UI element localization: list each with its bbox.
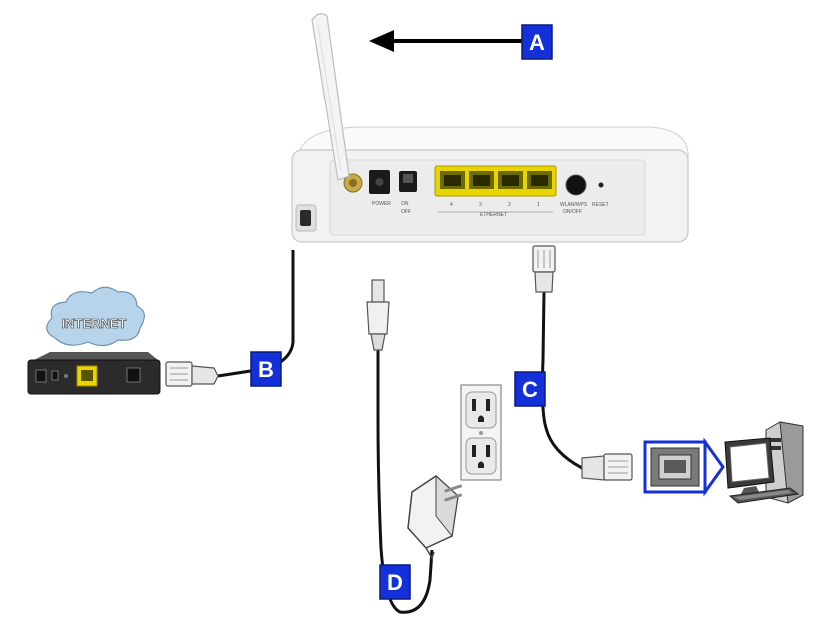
- callout-c-label: C: [522, 377, 538, 402]
- callout-b-label: B: [258, 357, 274, 382]
- callout-b: B: [251, 352, 281, 386]
- wlan-wps-button[interactable]: [566, 175, 586, 195]
- port-number-4: 4: [450, 202, 453, 208]
- power-adapter-icon: [408, 476, 462, 558]
- ethernet-port-4[interactable]: [440, 171, 465, 189]
- lan-port-icon: [645, 442, 723, 492]
- wall-outlet-icon: [461, 385, 501, 480]
- switch-off-label: OFF: [401, 209, 411, 215]
- port-number-3: 3: [479, 202, 482, 208]
- port-number-2: 2: [508, 202, 511, 208]
- internet-label: INTERNET: [62, 316, 127, 331]
- port-number-1: 1: [537, 202, 540, 208]
- callout-a-label: A: [529, 30, 545, 55]
- reset-button[interactable]: [599, 183, 604, 188]
- ethernet-port-1[interactable]: [527, 171, 552, 189]
- rj45-plug-c-router-icon: [533, 246, 555, 292]
- callout-d-label: D: [387, 570, 403, 595]
- callout-c: C: [515, 372, 545, 406]
- ethernet-port-2[interactable]: [498, 171, 523, 189]
- ethernet-label: ETHERNET: [480, 212, 507, 218]
- modem-icon: [28, 352, 160, 394]
- antenna-arrow: [369, 30, 522, 52]
- callout-a: A: [522, 25, 552, 59]
- rj45-plug-b-icon: [166, 362, 218, 386]
- rj45-plug-c-computer-icon: [582, 454, 632, 480]
- power-plug-icon: [367, 280, 389, 350]
- ethernet-port-3[interactable]: [469, 171, 494, 189]
- power-label: POWER: [372, 201, 391, 207]
- wlan-wps-label: WLAN/WPS: [560, 202, 588, 208]
- router: POWER ON OFF 4 3 2 1 ETHERNET: [292, 127, 688, 242]
- cable-c: [542, 292, 582, 468]
- switch-on-label: ON: [401, 201, 409, 207]
- wlan-onoff-label: ON/OFF: [563, 209, 582, 215]
- callout-d: D: [380, 565, 410, 599]
- reset-label: RESET: [592, 202, 609, 208]
- computer-icon: [645, 422, 803, 503]
- internet-cloud: INTERNET: [47, 287, 145, 345]
